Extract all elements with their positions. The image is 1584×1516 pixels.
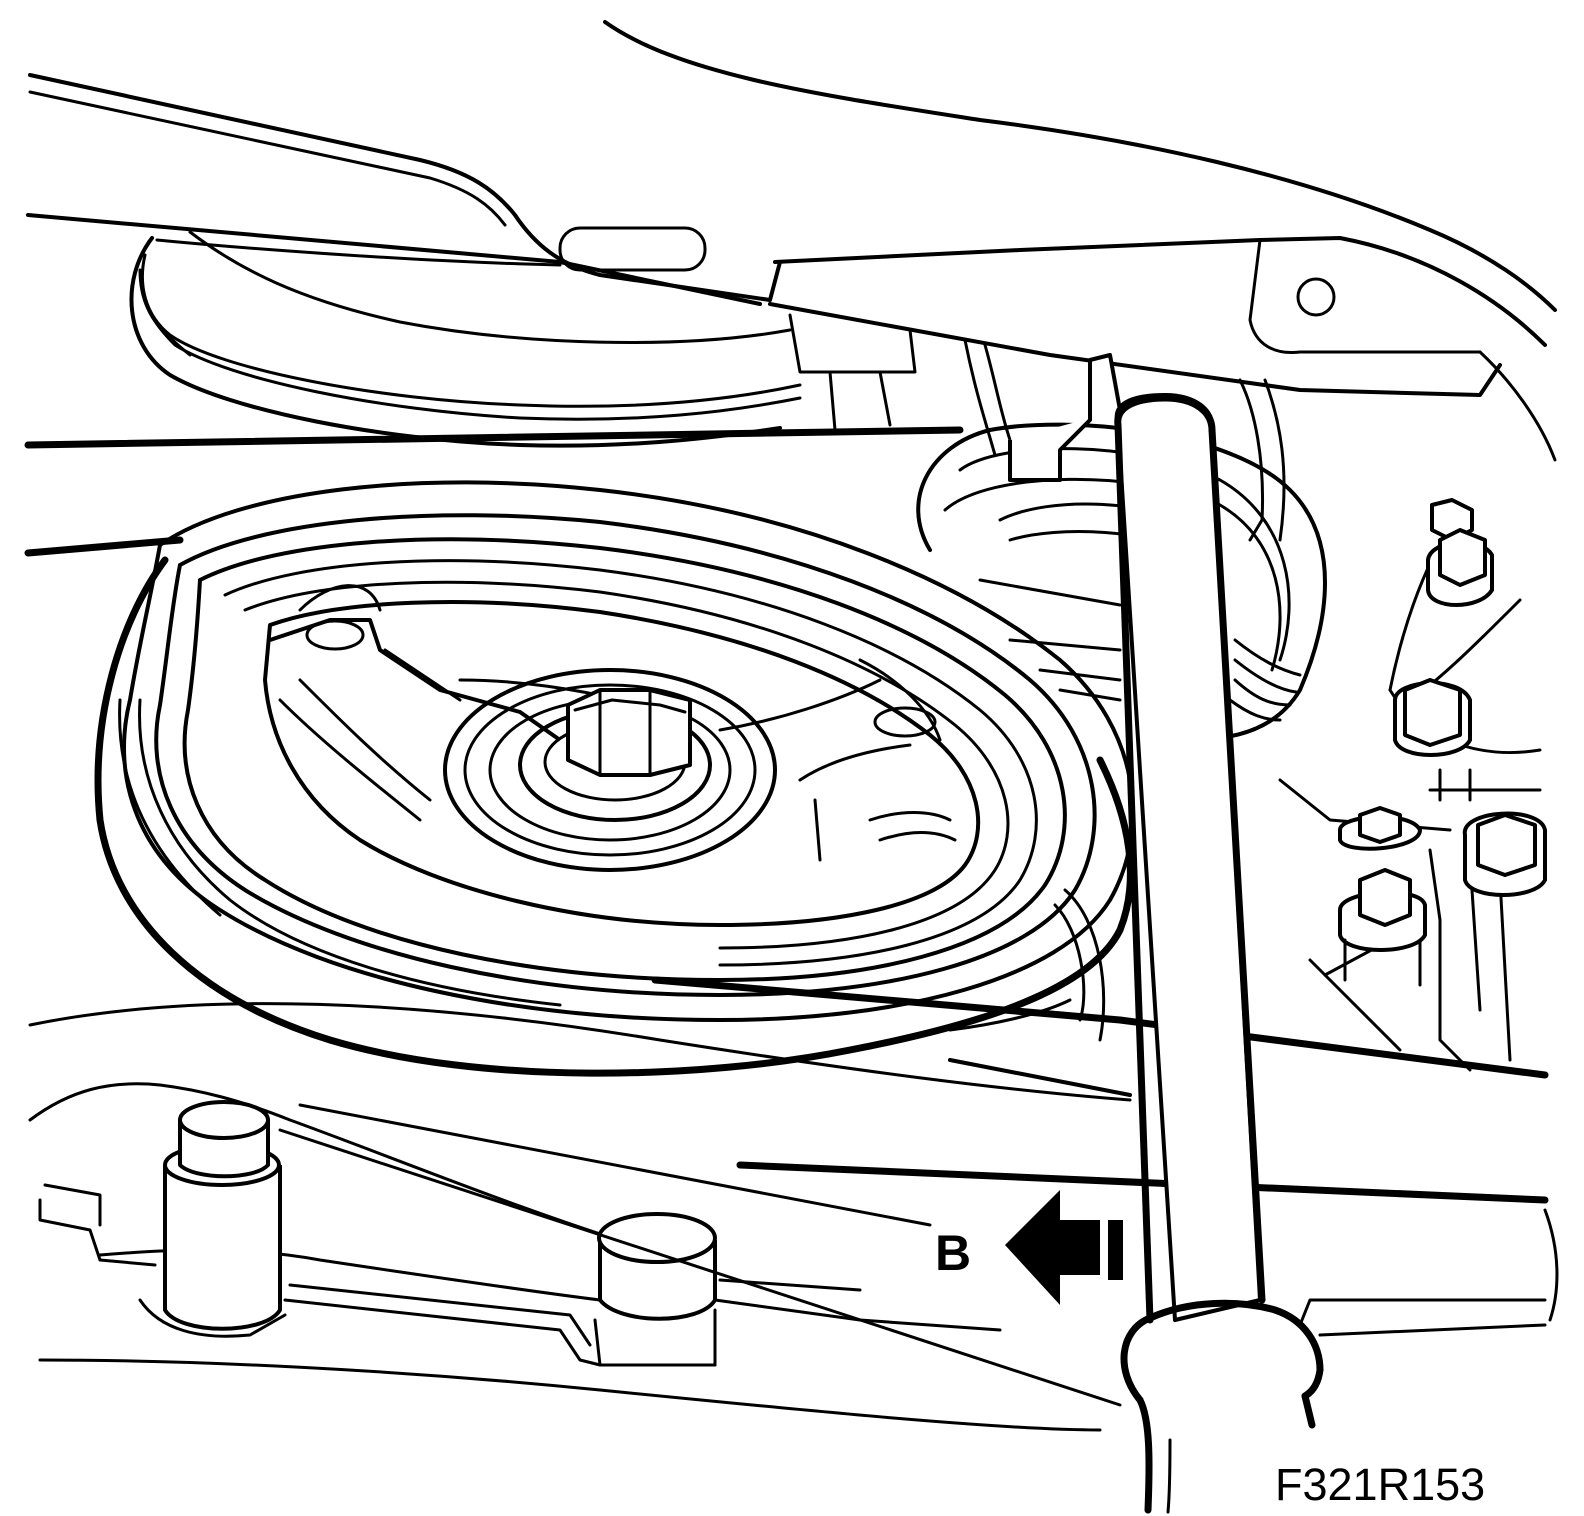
right-engine-block xyxy=(1278,518,1542,1072)
arrow-left-icon xyxy=(1005,1190,1100,1305)
lower-engine-block xyxy=(28,1082,1559,1432)
bolt-right-lower-2 xyxy=(1462,811,1547,897)
upper-left-pulley xyxy=(129,230,802,448)
arrow-tail-bar xyxy=(1108,1220,1123,1280)
bracket-upper-middle xyxy=(788,313,1012,457)
tensioner-pulley xyxy=(916,353,1327,742)
bolt-right-lower-1 xyxy=(1338,806,1422,851)
bolt-top-right xyxy=(1426,498,1494,607)
crankshaft-pulley xyxy=(94,480,1135,1077)
stud-lower-left xyxy=(163,1100,282,1331)
engine-cover-frame xyxy=(26,20,1557,462)
figure-code: F321R153 xyxy=(1275,1459,1485,1510)
wrench-tool xyxy=(948,393,1324,1514)
bolt-right-mid xyxy=(1393,678,1472,757)
callout-b: B xyxy=(278,1103,1123,1407)
upper-belt xyxy=(24,426,964,557)
bolt-right-lower-3 xyxy=(1338,868,1427,987)
stud-lower-middle xyxy=(597,1212,717,1321)
callout-label-b: B xyxy=(935,1225,971,1281)
